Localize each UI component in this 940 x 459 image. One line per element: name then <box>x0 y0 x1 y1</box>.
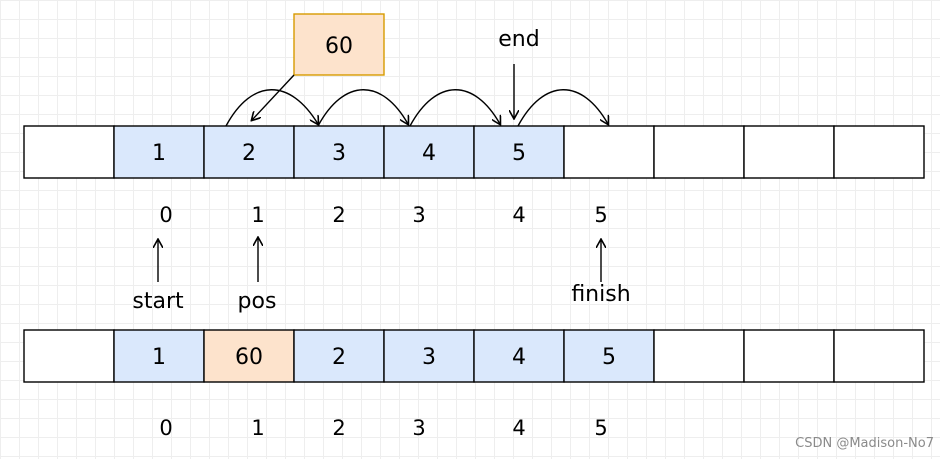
bottom-array-cell <box>563 329 655 383</box>
top-array: 1 2 3 4 5 <box>23 125 925 179</box>
bottom-indices: 0 1 2 3 4 5 <box>159 416 607 440</box>
top-array-cell-value: 3 <box>332 141 346 166</box>
end-label: end <box>498 27 539 52</box>
top-array-cell <box>113 125 205 179</box>
bottom-array-cell <box>833 329 925 383</box>
bottom-array-cell <box>293 329 385 383</box>
bottom-array-index-label: 3 <box>412 416 425 440</box>
start-label: start <box>132 289 184 314</box>
bottom-array-index-label: 0 <box>159 416 172 440</box>
bottom-array-cell <box>383 329 475 383</box>
top-array-cell-value: 2 <box>242 141 256 166</box>
top-array-index-label: 1 <box>251 203 264 227</box>
bottom-array: 1 60 2 3 4 5 <box>23 329 925 383</box>
top-array-cell-value: 4 <box>422 141 436 166</box>
bottom-array-cell-value: 3 <box>422 345 436 370</box>
bottom-array-cell-value: 1 <box>152 345 166 370</box>
bottom-array-cell <box>23 329 115 383</box>
pos-label: pos <box>238 289 277 314</box>
shift-arrow-5-to-next <box>517 89 608 127</box>
bottom-array-index-label: 1 <box>251 416 264 440</box>
top-array-cell <box>743 125 835 179</box>
top-array-cell-value: 5 <box>512 141 526 166</box>
top-array-index-label: 4 <box>512 203 525 227</box>
watermark: CSDN @Madison-No7 <box>795 436 934 451</box>
insert-arrow <box>252 74 295 120</box>
top-array-index-label: 2 <box>332 203 345 227</box>
finish-label: finish <box>571 282 630 307</box>
bottom-array-cell <box>473 329 565 383</box>
bottom-array-index-label: 4 <box>512 416 525 440</box>
top-array-cell <box>653 125 745 179</box>
top-array-index-label: 5 <box>594 203 607 227</box>
top-array-cell <box>563 125 655 179</box>
top-array-cell-value: 1 <box>152 141 166 166</box>
shift-arrow-2-to-3 <box>225 89 318 127</box>
shift-arrow-3-to-4 <box>317 89 408 127</box>
top-array-index-label: 3 <box>412 203 425 227</box>
shift-arrow-4-to-5 <box>409 89 500 127</box>
top-array-cell <box>203 125 295 179</box>
new-value-text: 60 <box>325 34 353 59</box>
bottom-array-index-label: 5 <box>594 416 607 440</box>
bottom-array-cell-value: 4 <box>512 345 526 370</box>
bottom-array-cell-value: 2 <box>332 345 346 370</box>
shift-arrows <box>225 89 608 127</box>
bottom-array-cell-value: 60 <box>235 345 263 370</box>
bottom-array-index-label: 2 <box>332 416 345 440</box>
bottom-array-cell <box>743 329 835 383</box>
top-array-cell <box>473 125 565 179</box>
top-array-cell <box>833 125 925 179</box>
top-indices: 0 1 2 3 4 5 <box>159 203 607 227</box>
new-value-box: 60 <box>293 13 385 76</box>
bottom-array-cell-value: 5 <box>602 345 616 370</box>
top-array-index-label: 0 <box>159 203 172 227</box>
bottom-array-cell <box>653 329 745 383</box>
top-array-cell <box>23 125 115 179</box>
